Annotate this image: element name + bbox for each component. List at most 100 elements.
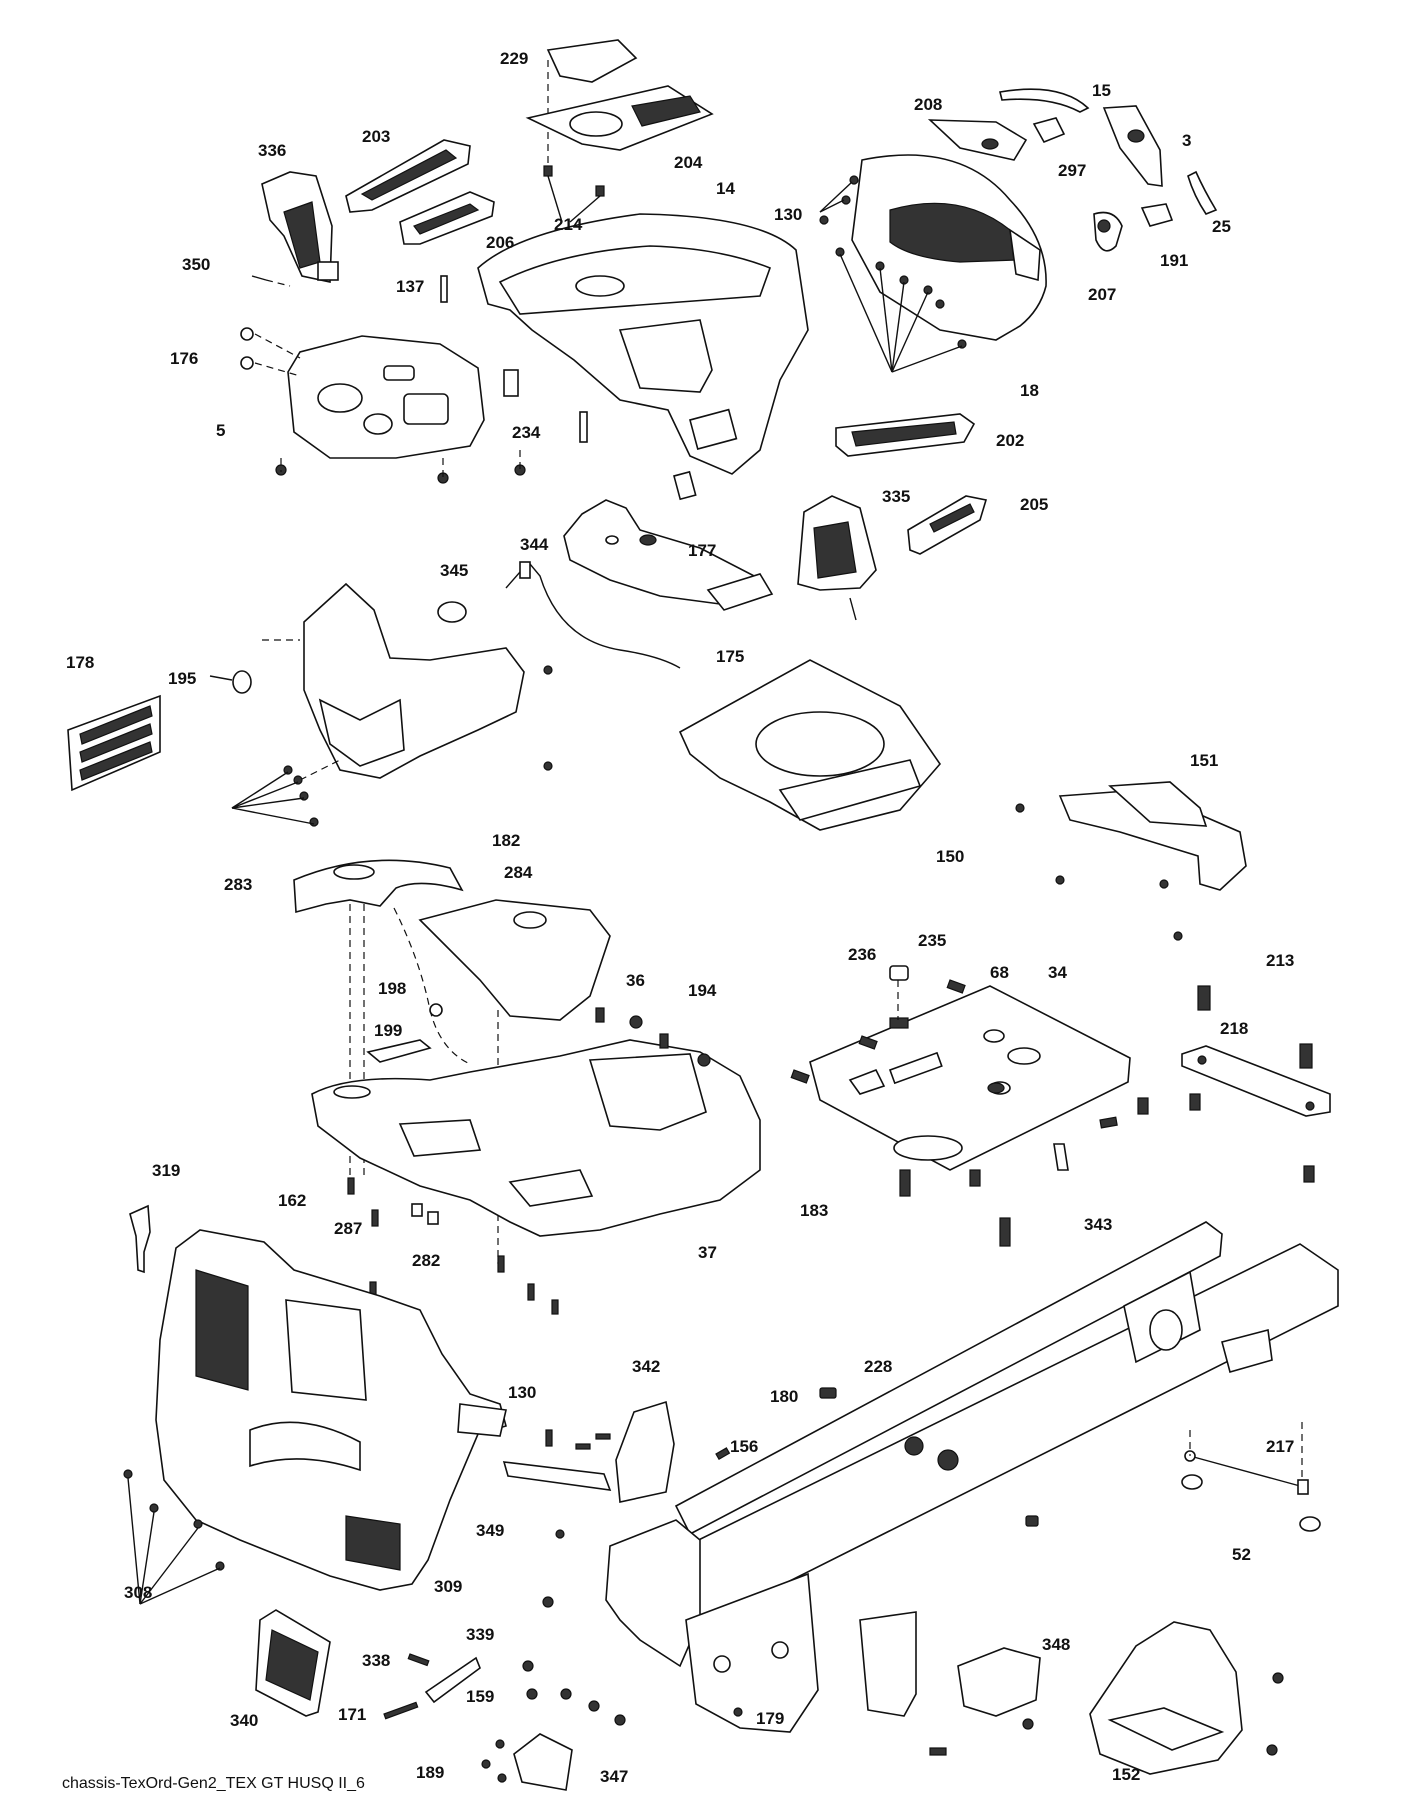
callout-206: 206: [486, 233, 514, 252]
callout-152: 152: [1112, 1765, 1140, 1784]
part-68: [790, 979, 1315, 1187]
part-214: [543, 165, 605, 223]
part-159: [522, 1596, 1284, 1730]
callout-159: 159: [466, 1687, 494, 1706]
callout-350-top: 350: [182, 255, 210, 274]
part-343: [1053, 1143, 1069, 1171]
callout-229: 229: [500, 49, 528, 68]
part-176-lower: [231, 665, 553, 827]
part-179: [555, 1529, 743, 1717]
part-194-top: [629, 1015, 711, 1067]
part-198: [429, 1003, 443, 1017]
callout-348: 348: [1042, 1635, 1070, 1654]
part-347: [513, 1733, 573, 1791]
callout-18: 18: [1020, 381, 1039, 400]
part-204: [525, 85, 714, 151]
part-151: [1015, 781, 1247, 941]
diagram-caption: chassis-TexOrd-Gen2_TEX GT HUSQ II_6: [62, 1775, 365, 1792]
callout-3: 3: [1182, 131, 1191, 150]
callout-339: 339: [466, 1625, 494, 1644]
part-171: [383, 1701, 419, 1720]
part-205: [907, 495, 988, 555]
callout-68-top: 68: [990, 963, 1009, 982]
part-178: [67, 694, 161, 792]
part-319: [129, 1204, 151, 1274]
callout-137-top: 137: [396, 277, 424, 296]
part-5: [254, 333, 485, 459]
callout-234-top: 234: [512, 423, 541, 442]
part-176-screws: [240, 327, 526, 484]
part-203: [345, 139, 471, 213]
callout-319: 319: [152, 1161, 180, 1180]
callout-labels: 229 204 214 14 336 203 206 350 137 176 5…: [66, 49, 1294, 1786]
part-183: [899, 1169, 1011, 1247]
part-152: [1089, 1621, 1278, 1775]
callout-282: 282: [412, 1251, 440, 1270]
callout-151: 151: [1190, 751, 1218, 770]
part-206: [399, 191, 495, 245]
callout-178: 178: [66, 653, 94, 672]
callout-228: 228: [864, 1357, 892, 1376]
part-208: [927, 119, 1028, 161]
callout-25: 25: [1212, 217, 1231, 236]
callout-347: 347: [600, 1767, 628, 1786]
part-297: [1032, 117, 1066, 144]
part-228: [819, 1387, 1039, 1527]
part-309: [155, 1229, 507, 1591]
callout-207: 207: [1088, 285, 1116, 304]
callout-335: 335: [882, 487, 910, 506]
callout-202: 202: [996, 431, 1024, 450]
part-342: [615, 1400, 917, 1717]
part-194-lower: [904, 1436, 959, 1471]
callout-236-top: 236: [848, 945, 876, 964]
part-308: [123, 1469, 225, 1605]
callout-340: 340: [230, 1711, 258, 1730]
part-25: [1187, 170, 1218, 215]
callout-130-bottom: 130: [508, 1383, 536, 1402]
part-180: [605, 1221, 1339, 1733]
callout-194-top: 194: [688, 981, 717, 1000]
callout-345: 345: [440, 561, 468, 580]
part-349: [502, 1429, 612, 1491]
part-37: [311, 1039, 761, 1237]
part-236: [889, 980, 1005, 1094]
callout-338: 338: [362, 1651, 390, 1670]
callout-34: 34: [1048, 963, 1067, 982]
callout-177: 177: [688, 541, 716, 560]
callout-198: 198: [378, 979, 406, 998]
callout-344: 344: [520, 535, 549, 554]
callout-156: 156: [730, 1437, 758, 1456]
callout-287: 287: [334, 1219, 362, 1238]
callout-189: 189: [416, 1763, 444, 1782]
callout-284: 284: [504, 863, 533, 882]
part-213: [1197, 985, 1313, 1069]
callout-130-top: 130: [774, 205, 802, 224]
callout-214: 214: [554, 215, 583, 234]
callout-217: 217: [1266, 1437, 1294, 1456]
part-14: [477, 213, 809, 475]
part-191: [1140, 203, 1174, 227]
callout-176-top: 176: [170, 349, 198, 368]
callout-349: 349: [476, 1521, 504, 1540]
part-348: [957, 1647, 1041, 1717]
callout-208: 208: [914, 95, 942, 114]
callout-195: 195: [168, 669, 196, 688]
part-338: [407, 1653, 430, 1667]
part-175: [563, 499, 774, 611]
callout-36: 36: [626, 971, 645, 990]
callout-52: 52: [1232, 1545, 1251, 1564]
part-52: [1181, 1474, 1321, 1532]
part-202: [835, 413, 976, 457]
part-284: [418, 899, 611, 1021]
part-350-top: [251, 275, 291, 287]
callout-183: 183: [800, 1201, 828, 1220]
part-335: [797, 495, 877, 621]
callout-343: 343: [1084, 1215, 1112, 1234]
callout-37: 37: [698, 1243, 717, 1262]
part-287: [371, 1209, 379, 1227]
part-15: [999, 88, 1090, 113]
part-150: [678, 659, 942, 831]
part-282: [411, 1203, 439, 1225]
part-217: [1184, 1422, 1309, 1495]
